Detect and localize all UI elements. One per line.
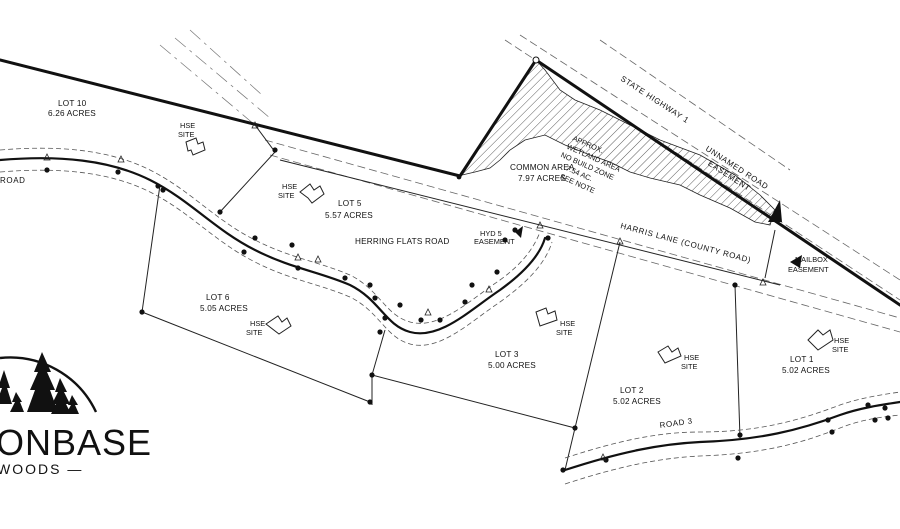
mailbox-easement-label: MAILBOX EASEMENT (788, 255, 829, 274)
house-lot-1-icon (807, 329, 834, 351)
house-lot-6-icon (265, 315, 292, 335)
hyd-line-1: HYD 5 (480, 229, 502, 238)
mailbox-arrow (790, 255, 802, 268)
hse-label-lot1-1: HSE (834, 336, 849, 345)
common-area-name: COMMON AREA (510, 163, 575, 172)
brand-logo: ONBASE WOODS — (0, 352, 152, 477)
left-road-label: ROAD (0, 176, 26, 185)
logo-subtitle: WOODS — (0, 461, 83, 477)
house-lot-3-icon (535, 307, 558, 327)
north-marker (768, 200, 782, 222)
lot-10-name: LOT 10 (58, 99, 87, 108)
hse-label-lot3-2: SITE (556, 328, 572, 337)
hse-label-lot1-2: SITE (832, 345, 848, 354)
hyd-easement-label: HYD 5 EASEMENT (474, 229, 515, 246)
wetland-area (461, 59, 776, 226)
lot-1-area: 5.02 ACRES (782, 366, 830, 375)
hse-label-lot10-2: SITE (178, 130, 194, 139)
lot-1-name: LOT 1 (790, 355, 814, 364)
hse-label-lot6-2: SITE (246, 328, 262, 337)
lot-5-label: LOT 5 5.57 ACRES (325, 199, 373, 220)
logo-name: ONBASE (0, 422, 152, 463)
road-3 (563, 391, 900, 485)
state-highway-label: STATE HIGHWAY 1 (619, 74, 691, 125)
hse-label-lot2-2: SITE (681, 362, 697, 371)
hyd-line-2: EASEMENT (474, 237, 515, 246)
common-area-label: COMMON AREA 7.97 ACRES (510, 163, 575, 183)
lot-6-name: LOT 6 (206, 293, 230, 302)
herring-flats-road (0, 147, 553, 346)
harris-lane-lines (264, 139, 900, 333)
house-sites (185, 137, 834, 364)
hse-site-labels: HSE SITE HSE SITE HSE SITE HSE SITE HSE … (178, 121, 849, 371)
lot-10-area: 6.26 ACRES (48, 109, 96, 118)
lot-3-label: LOT 3 5.00 ACRES (488, 350, 536, 370)
lot-2-label: LOT 2 5.02 ACRES (613, 386, 661, 406)
lot-3-area: 5.00 ACRES (488, 361, 536, 370)
hse-label-lot2-1: HSE (684, 353, 699, 362)
lot-2-area: 5.02 ACRES (613, 397, 661, 406)
mailbox-line-1: MAILBOX (795, 255, 828, 264)
lot-3-name: LOT 3 (495, 350, 519, 359)
logo-arc (0, 356, 98, 413)
house-lot-10-icon (185, 137, 206, 156)
lot-1-label: LOT 1 5.02 ACRES (782, 355, 830, 375)
lot-5-area: 5.57 ACRES (325, 211, 373, 220)
hse-label-lot6-1: HSE (250, 319, 265, 328)
hse-label-lot3-1: HSE (560, 319, 575, 328)
pine-trees-icon (0, 352, 79, 414)
hse-label-lot5-2: SITE (278, 191, 294, 200)
property-boundary (0, 58, 900, 307)
mailbox-line-2: EASEMENT (788, 265, 829, 274)
house-lot-5-icon (299, 183, 325, 204)
herring-flats-label: HERRING FLATS ROAD (355, 237, 449, 246)
lot-6-label: LOT 6 5.05 ACRES (200, 293, 248, 313)
house-lot-2-icon (657, 345, 682, 364)
road-triangles (43, 121, 767, 461)
lot-10-label: LOT 10 6.26 ACRES (48, 99, 96, 118)
lot-6-area: 5.05 ACRES (200, 304, 248, 313)
hse-label-lot5-1: HSE (282, 182, 297, 191)
common-area-area: 7.97 ACRES (518, 174, 566, 183)
hyd-marker (515, 226, 523, 238)
hse-label-lot10-1: HSE (180, 121, 195, 130)
lot-5-name: LOT 5 (338, 199, 362, 208)
lot-2-name: LOT 2 (620, 386, 644, 395)
road-3-label: ROAD 3 (659, 416, 693, 430)
survey-markers (44, 56, 891, 473)
